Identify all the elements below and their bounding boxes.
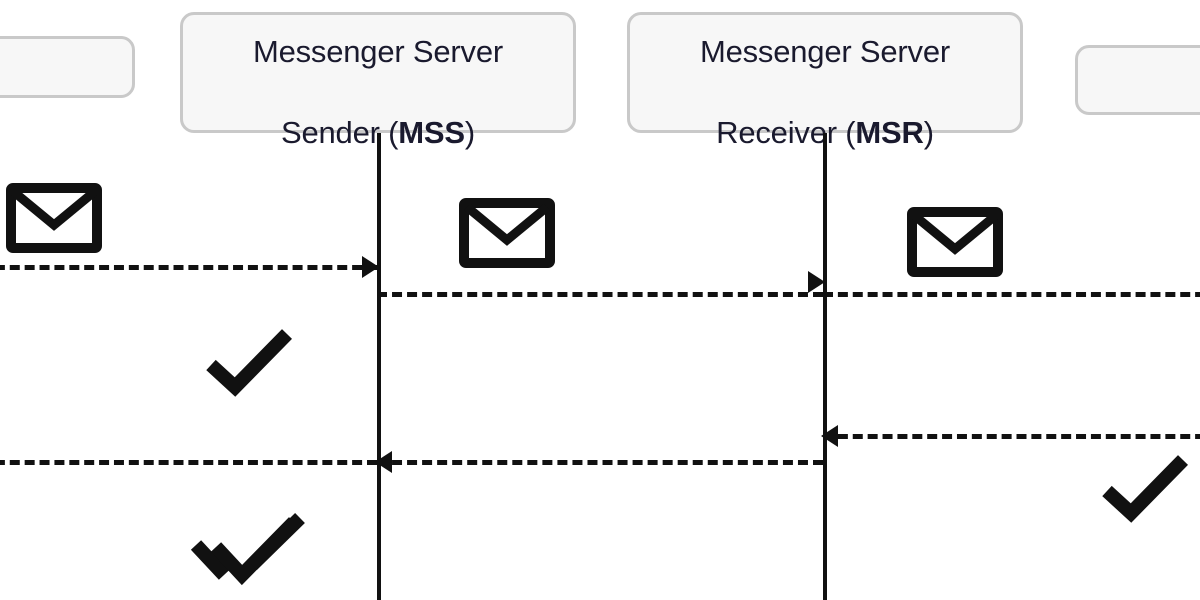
lifeline-header-msr[interactable]: Messenger Server Receiver (MSR) bbox=[627, 12, 1023, 150]
envelope-icon bbox=[459, 198, 555, 268]
lifeline-label-msr-tail: ) bbox=[923, 114, 934, 150]
message-arrow-sender-to-mss bbox=[0, 265, 377, 270]
envelope-icon bbox=[6, 183, 102, 253]
lifeline-header-mss[interactable]: Messenger Server Sender (MSS) bbox=[180, 12, 576, 150]
check-single-icon bbox=[203, 327, 295, 397]
lifeline-label-msr-line1: Messenger Server bbox=[699, 34, 951, 70]
envelope-icon bbox=[907, 207, 1003, 277]
lifeline-msr bbox=[823, 133, 827, 600]
message-arrow-msr-to-mss bbox=[377, 460, 823, 465]
arrowhead-receiver-to-msr bbox=[821, 425, 838, 447]
lifeline-label-mss-line2: Sender ( bbox=[280, 114, 399, 150]
message-arrow-receiver-to-msr bbox=[823, 434, 1200, 439]
arrowhead-sender-to-mss bbox=[362, 256, 379, 278]
arrowhead-mss-to-msr bbox=[808, 271, 825, 293]
lifeline-mss bbox=[377, 133, 381, 600]
message-arrow-mss-to-sender bbox=[0, 460, 377, 465]
arrowhead-msr-to-mss bbox=[375, 451, 392, 473]
lifeline-label-mss-line1: Messenger Server bbox=[252, 34, 504, 70]
lifeline-header-right-partial[interactable]: (R bbox=[1075, 45, 1200, 115]
lifeline-abbr-mss: MSS bbox=[398, 114, 465, 150]
lifeline-label-mss-tail: ) bbox=[464, 114, 475, 150]
message-arrow-mss-to-msr bbox=[377, 292, 823, 297]
lifeline-header-left-partial[interactable]: r bbox=[0, 36, 135, 98]
lifeline-label-msr: Messenger Server Receiver (MSR) bbox=[700, 0, 950, 153]
lifeline-abbr-msr: MSR bbox=[855, 114, 924, 150]
message-arrow-msr-to-receiver bbox=[823, 292, 1200, 297]
lifeline-label-mss: Messenger Server Sender (MSS) bbox=[253, 0, 503, 153]
lifeline-label-msr-line2: Receiver ( bbox=[716, 114, 856, 150]
check-double-icon bbox=[190, 513, 306, 587]
check-single-icon bbox=[1099, 453, 1191, 523]
